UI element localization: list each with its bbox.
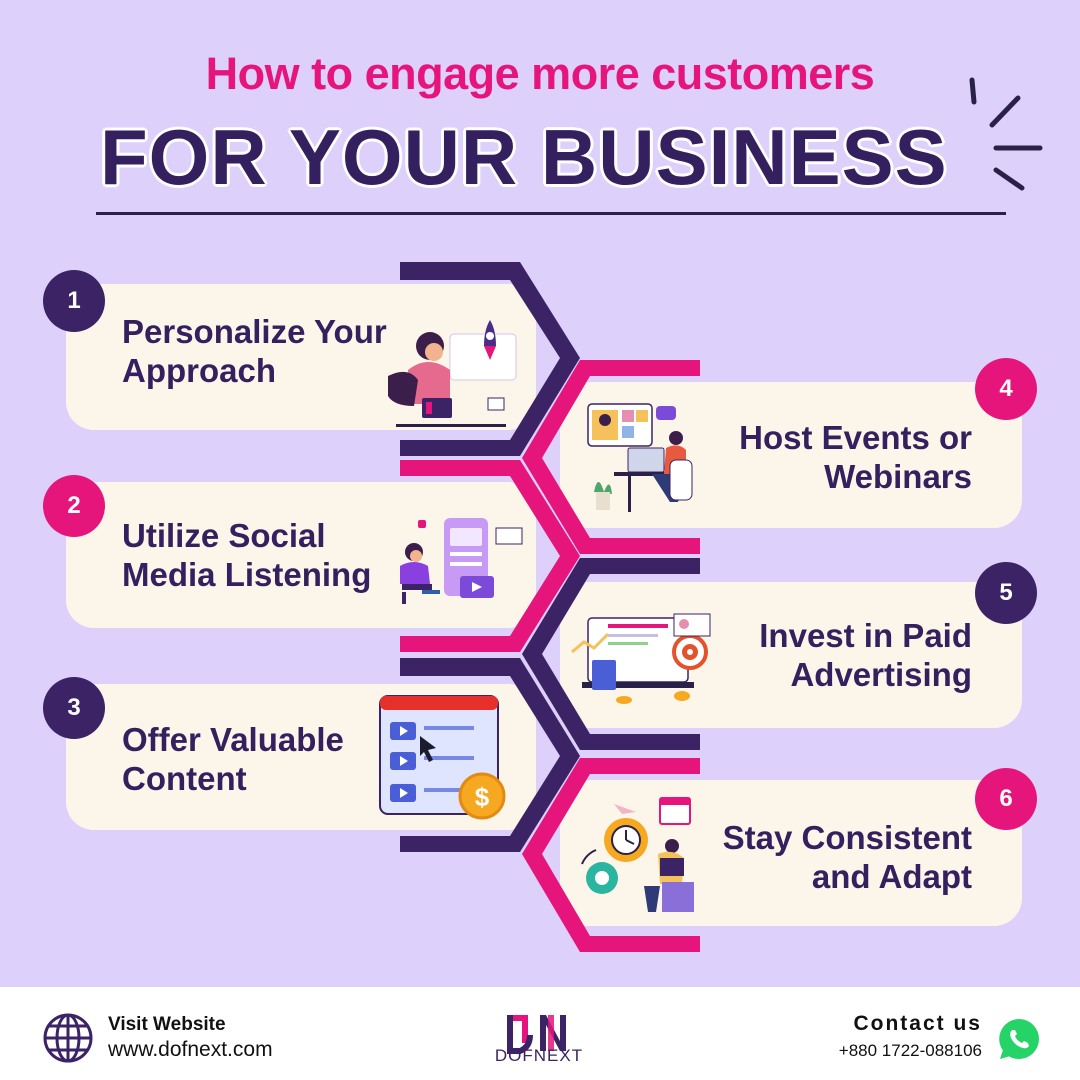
title-underline (96, 212, 1006, 215)
step-6-line1: Stay Consistent (722, 819, 972, 856)
step-number-1: 1 (43, 270, 105, 332)
title-line1: How to engage more customers (205, 48, 875, 99)
whatsapp-icon[interactable] (996, 1016, 1042, 1062)
visit-website-label: Visit Website (108, 1014, 226, 1035)
step-number-4: 4 (975, 358, 1037, 420)
website-link[interactable]: www.dofnext.com (108, 1038, 273, 1061)
consistency-gears-illustration (581, 797, 694, 912)
step-4-line2: Webinars (824, 458, 972, 495)
step-text-3: Offer Valuable Content (122, 720, 344, 798)
paid-advertising-illustration (571, 613, 711, 704)
social-listening-illustration (400, 518, 523, 604)
logo-wordmark: DOFNEXT (494, 1046, 584, 1065)
dofnext-logo (507, 1015, 566, 1054)
step-text-6: Stay Consistent and Adapt (723, 818, 972, 896)
step-text-4: Host Events or Webinars (739, 418, 972, 496)
title-line2: FOR YOUR BUSINESS (100, 113, 948, 201)
step-text-2: Utilize Social Media Listening (122, 516, 371, 594)
phone-number[interactable]: +880 1722-088106 (838, 1041, 982, 1060)
step-text-5: Invest in Paid Advertising (759, 616, 972, 694)
presenter-rocket-illustration (388, 320, 517, 427)
step-number-6: 6 (975, 768, 1037, 830)
step-3-line1: Offer Valuable (122, 721, 344, 758)
step-1-line1: Personalize Your (122, 313, 387, 350)
step-text-1: Personalize Your Approach (122, 312, 387, 390)
step-number-2: 2 (43, 475, 105, 537)
contact-label: Contact us (853, 1012, 982, 1035)
webinar-illustration (587, 403, 693, 512)
step-5-line2: Advertising (790, 656, 972, 693)
spark-lines-icon (969, 77, 1043, 191)
svg-text:$: $ (475, 782, 490, 812)
step-5-line1: Invest in Paid (759, 617, 972, 654)
step-number-3: 3 (43, 677, 105, 739)
globe-icon (43, 1013, 93, 1063)
step-1-line2: Approach (122, 352, 277, 389)
step-3-line2: Content (122, 760, 247, 797)
video-content-illustration: $ (379, 695, 506, 820)
step-number-5: 5 (975, 562, 1037, 624)
step-2-line1: Utilize Social (122, 517, 326, 554)
step-4-line1: Host Events or (739, 419, 972, 456)
step-2-line2: Media Listening (122, 556, 372, 593)
step-6-line2: and Adapt (811, 858, 972, 895)
